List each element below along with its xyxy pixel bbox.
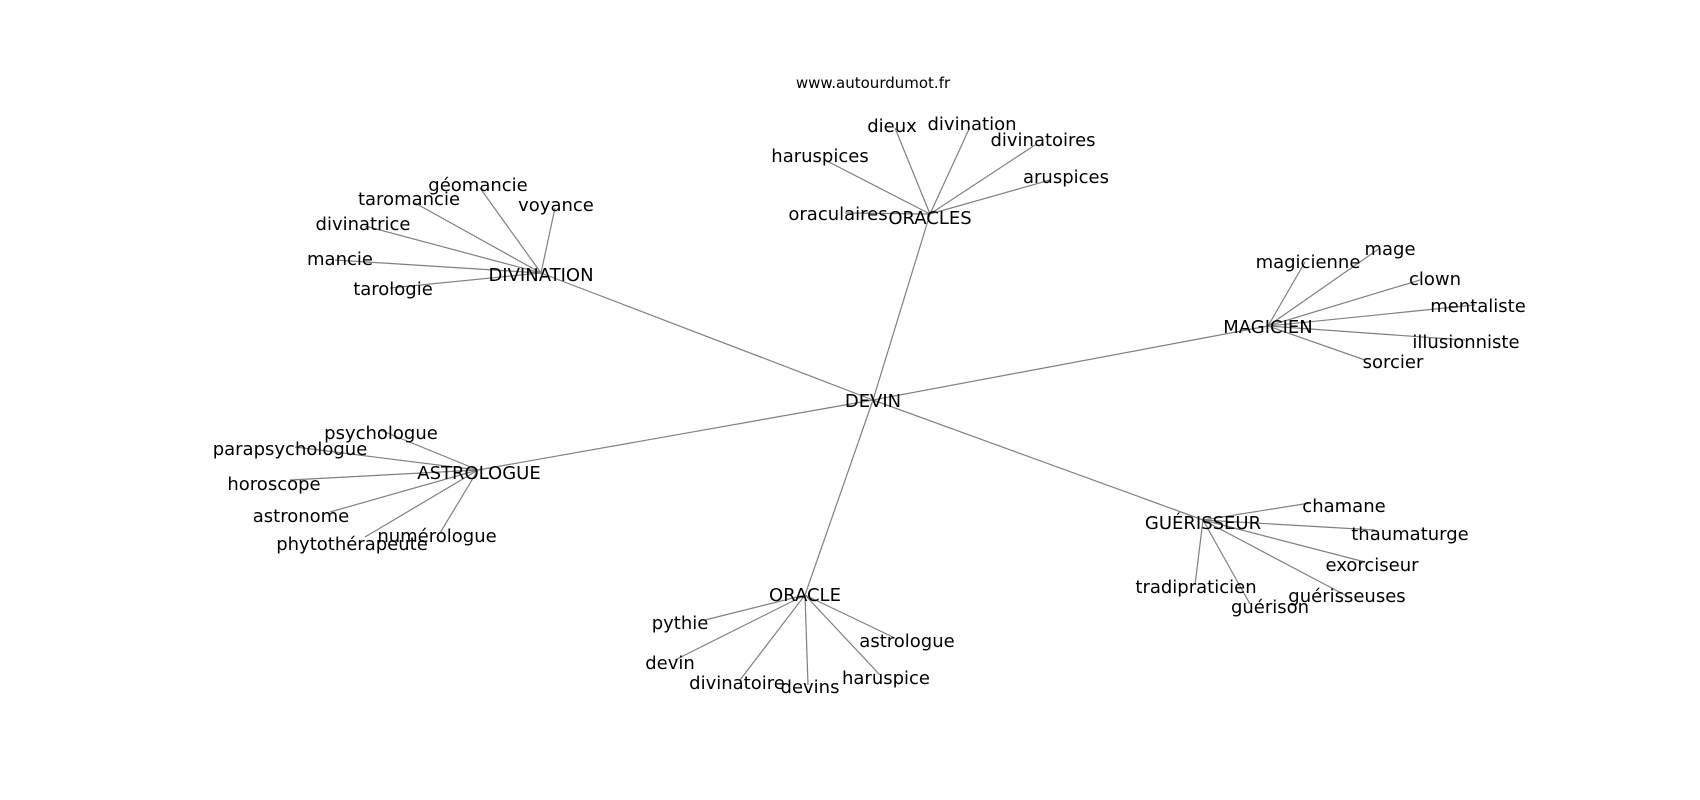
leaf-node-label: sorcier — [1363, 352, 1424, 373]
edge-center-hub — [804, 399, 874, 596]
leaf-node-label: astronome — [253, 506, 350, 527]
leaf-node-label: thaumaturge — [1351, 524, 1469, 545]
leaf-node-label: divinatoires — [990, 130, 1095, 151]
leaf-node-label: pythie — [652, 613, 709, 634]
leaf-node-label: dieux — [867, 116, 917, 137]
edge-hub-leaf — [704, 594, 806, 621]
edge-hub-leaf — [804, 594, 809, 686]
hub-node-label: GUÉRISSEUR — [1145, 512, 1261, 534]
edge-hub-leaf — [739, 594, 806, 681]
hub-node-label: ORACLES — [888, 208, 971, 229]
edge-hub-leaf — [540, 207, 556, 274]
edge-hub-leaf — [1194, 519, 1204, 586]
leaf-node-label: magicienne — [1256, 252, 1361, 273]
leaf-node-label: guérisseuses — [1288, 586, 1405, 607]
edge-hub-leaf — [439, 469, 479, 534]
leaf-node-label: devins — [781, 677, 840, 698]
edge-center-hub — [540, 272, 874, 401]
edge-hub-leaf — [414, 202, 542, 274]
hub-node-label: DIVINATION — [488, 265, 593, 286]
edge-hub-leaf — [1202, 519, 1251, 605]
edge-hub-leaf — [1202, 519, 1346, 596]
edge-hub-leaf — [294, 446, 479, 471]
leaf-node-label: mentaliste — [1430, 296, 1526, 317]
edge-hub-leaf — [929, 179, 1051, 215]
edge-hub-leaf — [1202, 519, 1366, 563]
leaf-node-label: numérologue — [377, 526, 496, 547]
leaf-node-label: géomancie — [428, 175, 527, 196]
edge-hub-leaf — [1202, 502, 1311, 521]
edge-center-hub — [872, 399, 1204, 521]
leaf-node-label: haruspice — [842, 668, 930, 689]
edge-hub-leaf — [1202, 519, 1376, 531]
edge-hub-leaf — [1267, 261, 1306, 327]
leaf-node-label: illusionniste — [1412, 332, 1519, 353]
leaf-node-label: astrologue — [859, 631, 954, 652]
edge-hub-leaf — [1267, 247, 1381, 327]
edge-hub-leaf — [389, 272, 542, 289]
center-node-label: DEVIN — [845, 391, 901, 412]
leaf-node-label: devin — [645, 653, 695, 674]
edge-center-hub — [477, 399, 874, 471]
edge-hub-leaf — [364, 225, 542, 274]
leaf-node-label: guérison — [1231, 597, 1309, 618]
leaf-node-label: mage — [1364, 239, 1415, 260]
edge-hub-leaf — [1267, 279, 1421, 327]
edge-hub-leaf — [334, 259, 542, 274]
leaf-node-label: taromancie — [358, 189, 460, 210]
leaf-node-label: divinatoire — [689, 673, 785, 694]
edge-hub-leaf — [929, 126, 971, 215]
graph-edges — [289, 126, 1476, 686]
leaf-node-label: phytothérapeute — [276, 534, 428, 555]
edge-hub-leaf — [329, 469, 479, 513]
leaf-node-label: divination — [928, 114, 1017, 135]
edge-hub-leaf — [1267, 325, 1366, 361]
leaf-node-label: haruspices — [771, 146, 868, 167]
leaf-node-label: horoscope — [227, 474, 320, 495]
source-url: www.autourdumot.fr — [796, 74, 951, 92]
leaf-node-label: tradipraticien — [1135, 577, 1256, 598]
leaf-node-label: oraculaires — [788, 204, 887, 225]
leaf-node-label: chamane — [1302, 496, 1385, 517]
edge-hub-leaf — [804, 594, 881, 676]
leaf-node-label: exorciseur — [1325, 555, 1419, 576]
leaf-node-label: voyance — [518, 195, 594, 216]
edge-hub-leaf — [479, 187, 542, 274]
hub-node-label: ORACLE — [769, 585, 841, 606]
edge-hub-leaf — [824, 159, 931, 215]
leaf-node-label: aruspices — [1023, 167, 1109, 188]
edge-hub-leaf — [364, 469, 479, 538]
hub-node-label: ASTROLOGUE — [417, 463, 540, 484]
edge-hub-leaf — [929, 144, 1036, 215]
edge-hub-leaf — [894, 127, 931, 215]
edge-hub-leaf — [674, 594, 806, 661]
leaf-node-label: tarologie — [353, 279, 433, 300]
hub-node-label: MAGICIEN — [1223, 317, 1313, 338]
leaf-node-label: divinatrice — [316, 214, 411, 235]
edge-hub-leaf — [844, 212, 931, 215]
edge-hub-leaf — [289, 469, 479, 481]
leaf-node-label: psychologue — [324, 423, 438, 444]
edge-hub-leaf — [804, 594, 896, 639]
edge-center-hub — [872, 213, 931, 401]
edge-hub-leaf — [1267, 304, 1476, 327]
edge-hub-leaf — [1267, 325, 1466, 341]
leaf-node-label: clown — [1409, 269, 1461, 290]
leaf-node-label: parapsychologue — [213, 439, 368, 460]
leaf-node-label: mancie — [307, 249, 373, 270]
edge-hub-leaf — [379, 429, 479, 471]
edge-center-hub — [872, 325, 1269, 401]
